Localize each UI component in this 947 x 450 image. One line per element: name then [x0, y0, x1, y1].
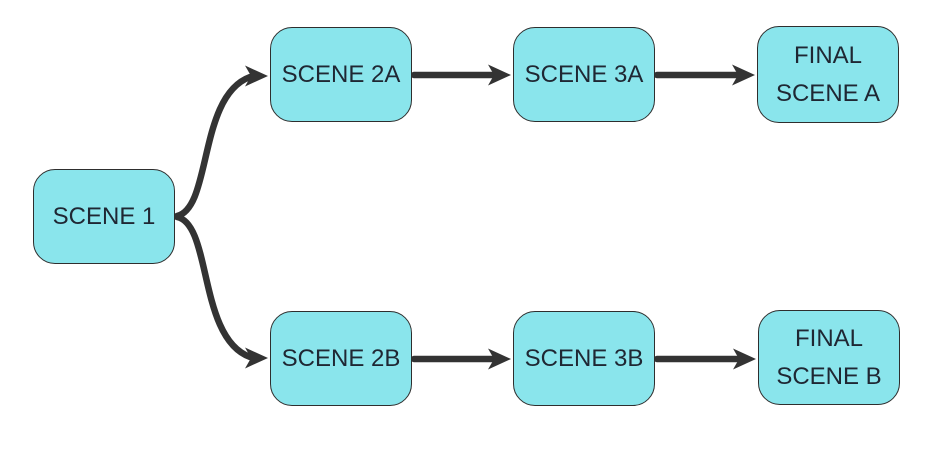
node-scene-2a: SCENE 2A: [270, 27, 412, 122]
arrowhead-scene2b: [245, 347, 268, 369]
node-scene-3a-label: SCENE 3A: [524, 60, 644, 88]
node-scene-3b-label: SCENE 3B: [524, 344, 644, 372]
node-scene-1: SCENE 1: [33, 169, 175, 264]
node-final-scene-b-label: FINAL SCENE B: [776, 325, 882, 390]
node-scene-1-label: SCENE 1: [52, 202, 156, 230]
node-final-scene-a: FINAL SCENE A: [757, 26, 899, 123]
connector-scene1-scene2b: [173, 213, 254, 361]
node-scene-2b: SCENE 2B: [270, 311, 412, 406]
arrowhead-scene3b: [488, 348, 511, 370]
arrowhead-scene2a: [245, 65, 268, 87]
node-final-scene-b: FINAL SCENE B: [758, 310, 900, 405]
arrowhead-final-a: [732, 64, 755, 86]
node-scene-3b: SCENE 3B: [513, 311, 655, 406]
connector-scene1-scene2a: [173, 73, 254, 220]
arrowhead-scene3a: [488, 64, 511, 86]
node-scene-2a-label: SCENE 2A: [281, 60, 401, 88]
node-scene-2b-label: SCENE 2B: [281, 344, 401, 372]
arrowhead-final-b: [733, 348, 756, 370]
node-final-scene-a-label: FINAL SCENE A: [775, 42, 881, 107]
node-scene-3a: SCENE 3A: [513, 27, 655, 122]
